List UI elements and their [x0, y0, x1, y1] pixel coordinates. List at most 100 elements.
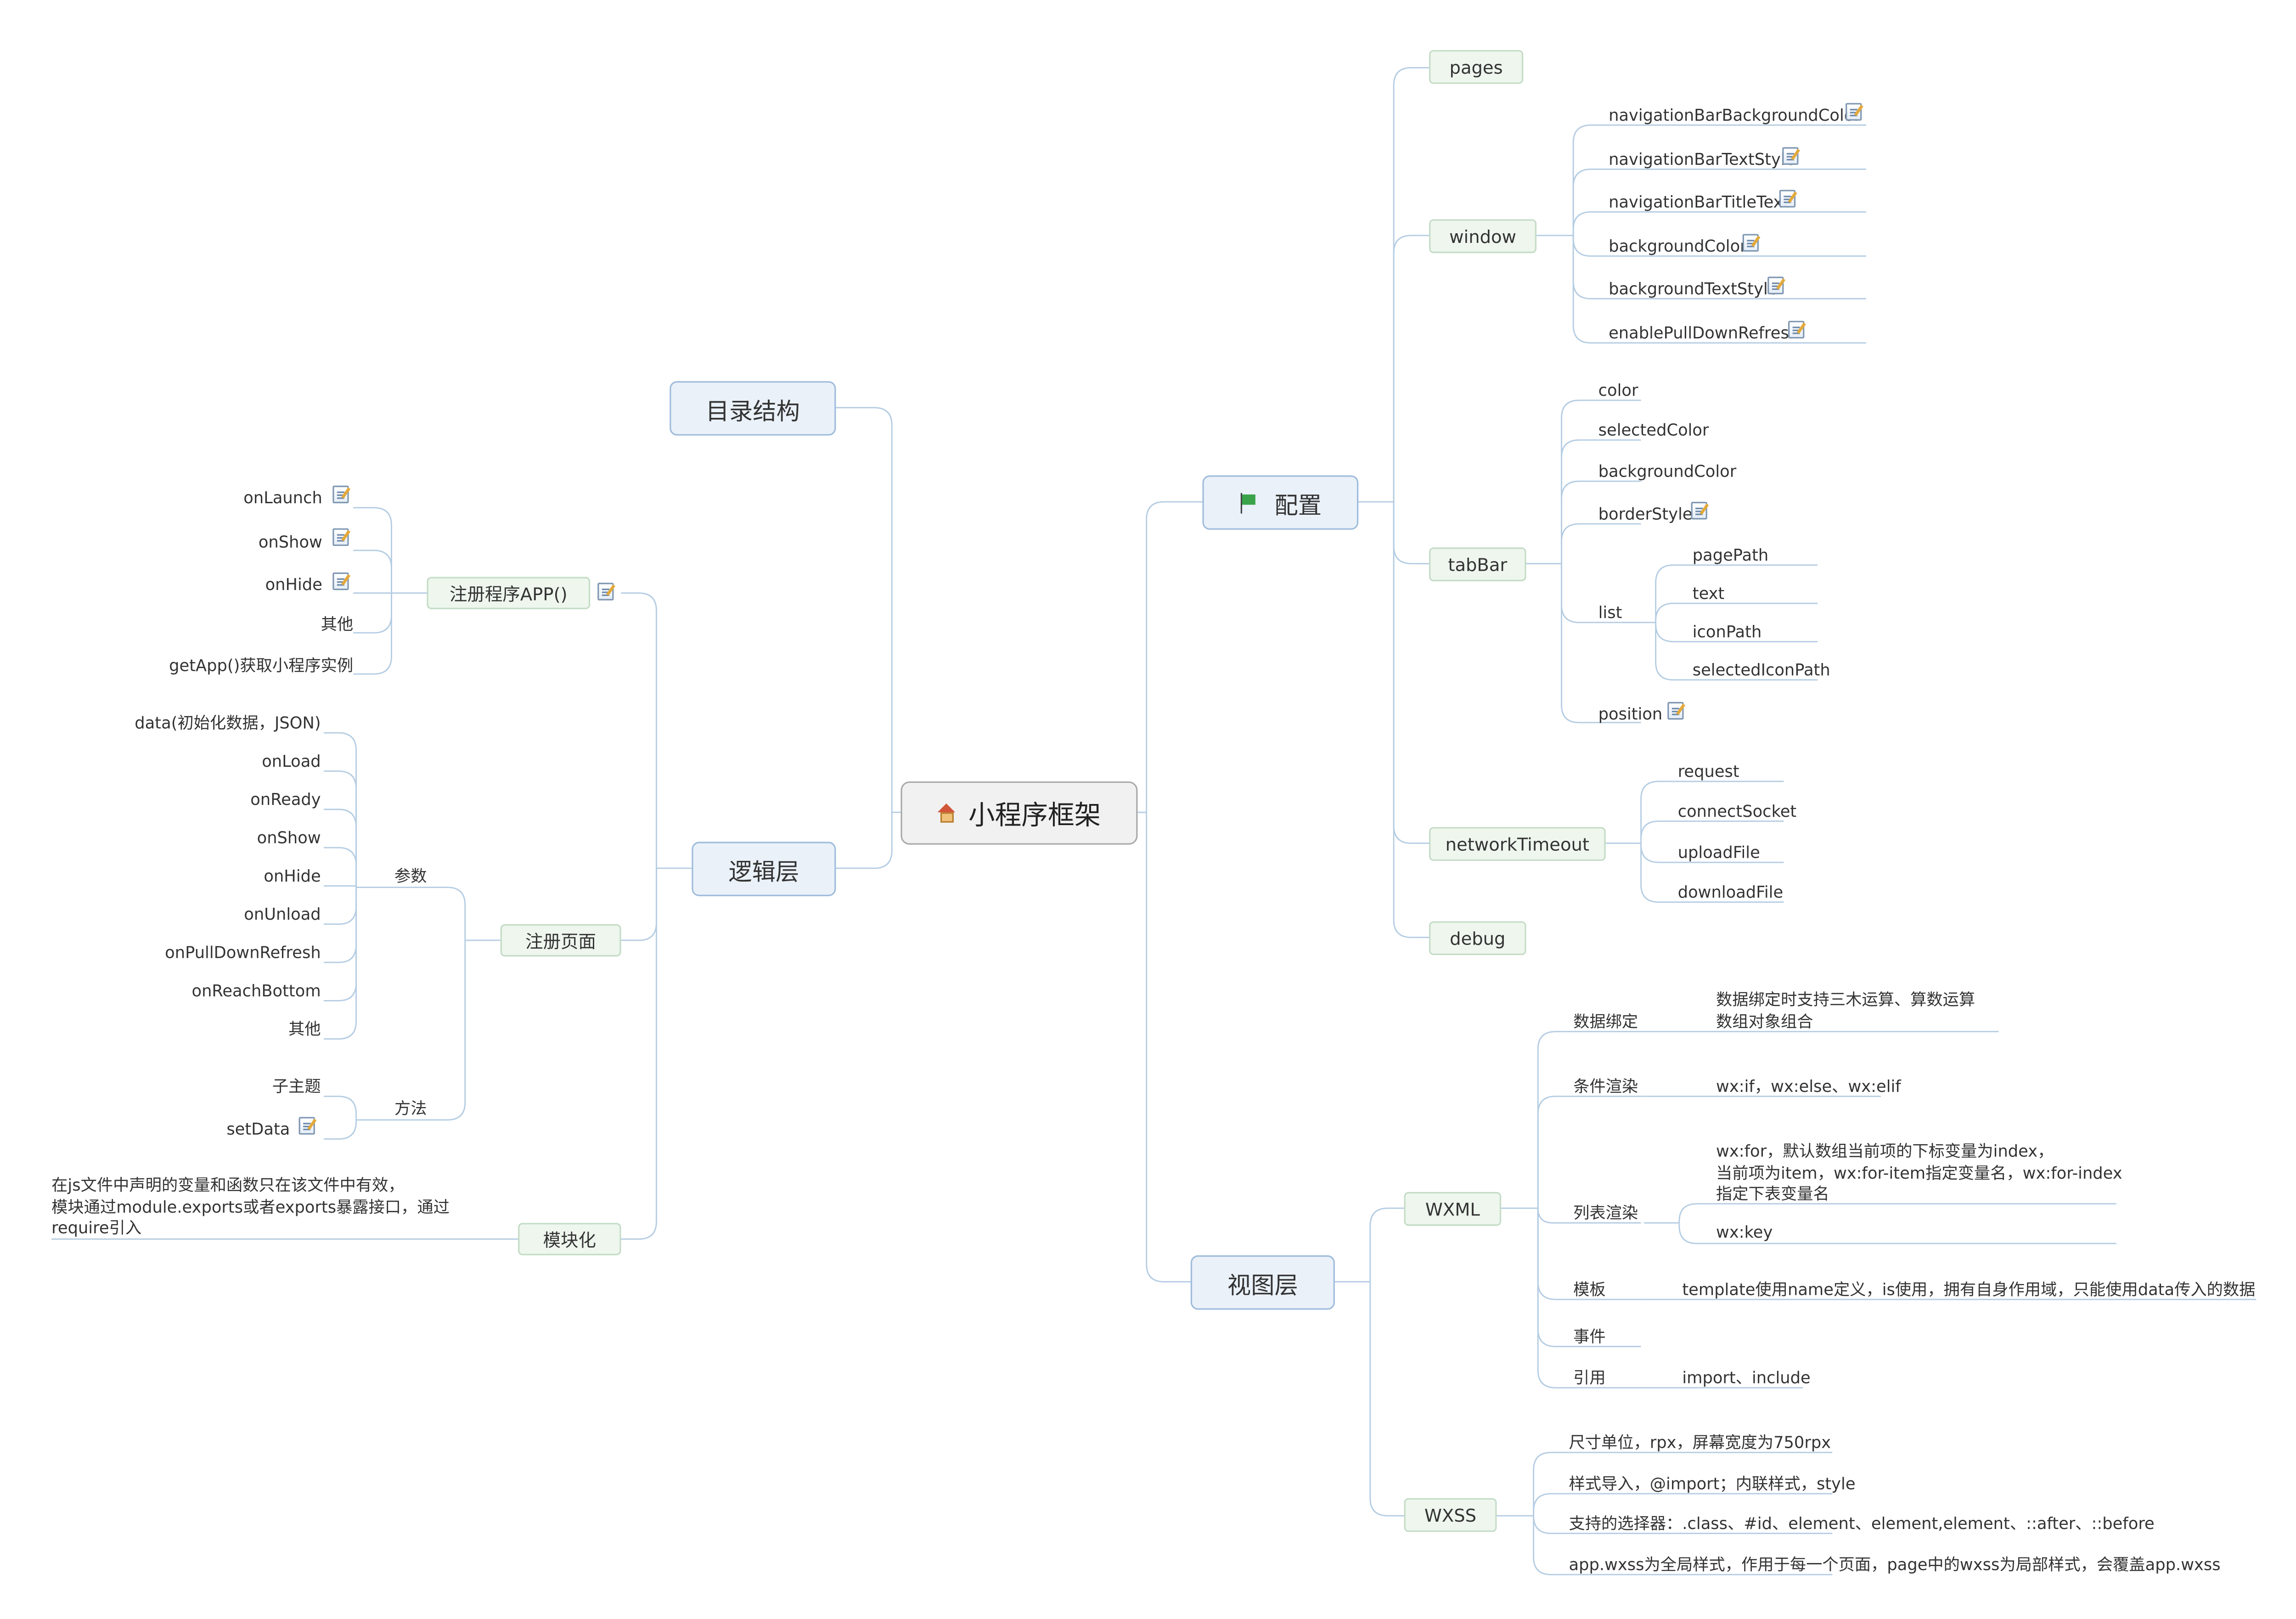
register-app-onshow[interactable]: onShow	[258, 533, 322, 552]
tabbar-list-icon-path[interactable]: iconPath	[1692, 622, 1762, 642]
topic-directory[interactable]: 目录结构	[670, 381, 836, 436]
methods-subtopic[interactable]: 子主题	[272, 1077, 321, 1096]
topic-pages[interactable]: pages	[1429, 50, 1524, 84]
tabbar-selected-color[interactable]: selectedColor	[1598, 421, 1709, 440]
params-other[interactable]: 其他	[288, 1020, 321, 1039]
central-connector-line	[836, 407, 893, 813]
tabbar-position[interactable]: position	[1598, 705, 1663, 724]
wxss-style-import[interactable]: 样式导入，@import；内联样式，style	[1569, 1474, 1856, 1494]
note-icon[interactable]	[597, 583, 614, 601]
wxml-event[interactable]: 事件	[1573, 1327, 1606, 1347]
topic-logic-layer-label: 逻辑层	[728, 857, 799, 885]
register-app-other[interactable]: 其他	[321, 615, 354, 635]
topic-methods[interactable]: 方法	[394, 1099, 427, 1119]
register-app-getapp[interactable]: getApp()获取小程序实例	[169, 656, 354, 676]
topic-wxml-label: WXML	[1425, 1198, 1480, 1220]
params-connector-line	[324, 809, 357, 888]
wxml-import[interactable]: 引用	[1573, 1368, 1606, 1388]
note-icon[interactable]	[1667, 702, 1684, 720]
note-icon[interactable]	[1767, 276, 1784, 294]
wxml-template[interactable]: 模板	[1573, 1280, 1606, 1300]
window-navbar-text-style[interactable]: navigationBarTextStyle	[1609, 150, 1795, 169]
wxml-list-render[interactable]: 列表渲染	[1573, 1203, 1638, 1223]
tabbar-border-style[interactable]: borderStyle	[1598, 505, 1693, 524]
topic-config[interactable]: 配置	[1202, 475, 1359, 530]
note-icon[interactable]	[1788, 320, 1805, 339]
wxss-selectors[interactable]: 支持的选择器：.class、#id、element、element,elemen…	[1569, 1514, 2155, 1534]
topic-register-page[interactable]: 注册页面	[500, 924, 621, 957]
wxss-connector-line	[1533, 1493, 1833, 1516]
tabbar-list-selected-icon-path[interactable]: selectedIconPath	[1692, 661, 1830, 680]
tabbar-list-text[interactable]: text	[1692, 584, 1725, 604]
note-icon[interactable]	[332, 572, 349, 590]
list-render-connector-line	[1678, 1203, 2116, 1223]
params-onready[interactable]: onReady	[250, 790, 321, 810]
topic-wxml[interactable]: WXML	[1404, 1192, 1502, 1226]
network-upload-file[interactable]: uploadFile	[1677, 843, 1760, 863]
wxml-connector-line	[1537, 1208, 1641, 1389]
note-icon[interactable]	[1742, 234, 1759, 252]
methods-connector-line	[324, 1096, 357, 1120]
config-connector-line	[1393, 501, 1429, 564]
topic-wxss[interactable]: WXSS	[1404, 1498, 1497, 1532]
topic-register-app[interactable]: 注册程序APP()	[427, 577, 591, 609]
window-navbar-bg-color[interactable]: navigationBarBackgroundColor	[1609, 106, 1861, 125]
config-connector-line	[1393, 235, 1429, 502]
register-page-connector-line	[356, 887, 466, 940]
topic-tabbar[interactable]: tabBar	[1429, 547, 1526, 581]
params-onload[interactable]: onLoad	[262, 752, 321, 771]
params-onpulldownrefresh[interactable]: onPullDownRefresh	[165, 943, 321, 963]
params-onshow[interactable]: onShow	[257, 828, 321, 848]
central-topic[interactable]: 小程序框架	[900, 781, 1138, 845]
register-app-onlaunch[interactable]: onLaunch	[243, 489, 322, 508]
wxml-conditional-detail: wx:if，wx:else、wx:elif	[1716, 1077, 1901, 1096]
note-icon[interactable]	[1846, 103, 1862, 121]
note-icon[interactable]	[332, 528, 349, 546]
window-background-color[interactable]: backgroundColor	[1609, 237, 1747, 256]
note-icon[interactable]	[1691, 501, 1707, 520]
topic-logic-layer[interactable]: 逻辑层	[692, 842, 836, 896]
window-navbar-title-text[interactable]: navigationBarTitleText	[1609, 192, 1790, 212]
wxml-conditional-render[interactable]: 条件渲染	[1573, 1077, 1638, 1096]
home-icon	[937, 803, 957, 823]
flag-icon	[1239, 492, 1257, 513]
tabbar-color[interactable]: color	[1598, 381, 1638, 400]
topic-params[interactable]: 参数	[394, 866, 427, 886]
wxss-size-unit[interactable]: 尺寸单位，rpx，屏幕宽度为750rpx	[1569, 1433, 1831, 1453]
network-request[interactable]: request	[1677, 762, 1739, 781]
tabbar-connector-line	[1561, 439, 1641, 564]
params-connector-line	[324, 732, 357, 888]
wxss-global-style[interactable]: app.wxss为全局样式，作用于每一个页面，page中的wxss为局部样式，会…	[1569, 1555, 2221, 1575]
tabbar-list[interactable]: list	[1598, 603, 1622, 623]
topic-network-timeout[interactable]: networkTimeout	[1429, 827, 1606, 861]
params-connector-line	[324, 885, 357, 888]
params-onhide[interactable]: onHide	[264, 866, 321, 886]
methods-setdata[interactable]: setData	[226, 1120, 290, 1139]
tabbar-list-page-path[interactable]: pagePath	[1692, 546, 1769, 565]
note-icon[interactable]	[1779, 190, 1796, 208]
config-connector-line	[1393, 67, 1429, 502]
wxml-data-binding-detail: 数据绑定时支持三木运算、算数运算 数组对象组合	[1716, 990, 1975, 1031]
note-icon[interactable]	[1782, 147, 1799, 165]
params-onunload[interactable]: onUnload	[244, 905, 321, 924]
window-connector-line	[1572, 211, 1866, 236]
network-download-file[interactable]: downloadFile	[1677, 883, 1784, 902]
topic-debug[interactable]: debug	[1429, 921, 1526, 956]
topic-window[interactable]: window	[1429, 219, 1537, 253]
central-connector-line	[1146, 501, 1203, 813]
register-app-onhide[interactable]: onHide	[265, 575, 322, 595]
window-enable-pull-down-refresh[interactable]: enablePullDownRefresh	[1609, 324, 1800, 343]
topic-register-app-label: 注册程序APP()	[450, 583, 568, 604]
topic-modular[interactable]: 模块化	[518, 1223, 621, 1255]
window-background-text-style[interactable]: backgroundTextStyle	[1609, 279, 1778, 299]
config-connector-line	[1393, 501, 1429, 844]
network-connect-socket[interactable]: connectSocket	[1677, 802, 1797, 821]
tabbar-list-connector-line	[1655, 622, 1818, 681]
params-onreachbottom[interactable]: onReachBottom	[191, 981, 321, 1001]
params-data[interactable]: data(初始化数据，JSON)	[135, 714, 321, 733]
note-icon[interactable]	[332, 485, 349, 504]
note-icon[interactable]	[298, 1117, 315, 1135]
tabbar-background-color[interactable]: backgroundColor	[1598, 462, 1737, 482]
wxml-data-binding[interactable]: 数据绑定	[1573, 1012, 1638, 1032]
topic-view-layer[interactable]: 视图层	[1190, 1255, 1335, 1310]
